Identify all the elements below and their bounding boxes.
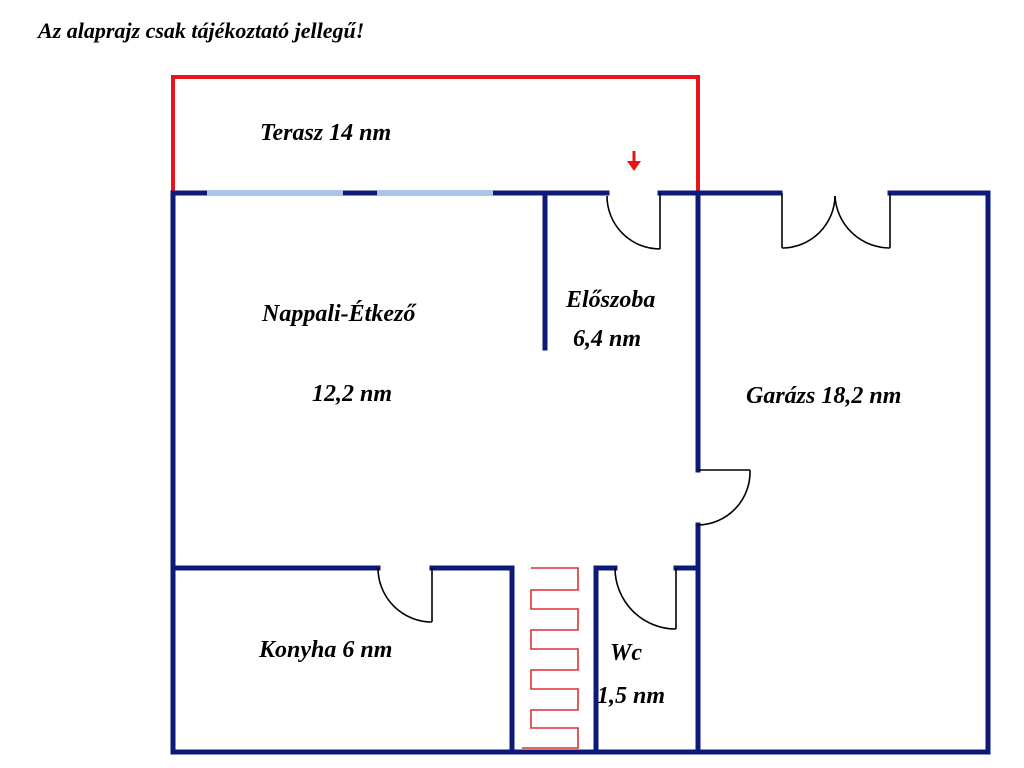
kitchen-label: Konyha 6 nm <box>258 637 392 663</box>
terrace-outline <box>171 75 700 193</box>
garage-double-door <box>781 193 891 249</box>
entrance-door <box>606 193 661 250</box>
disclaimer-title: Az alaprajz csak tájékoztató jellegű! <box>36 18 364 43</box>
wc-label: Wc <box>610 640 642 666</box>
arrow-down-icon <box>627 151 641 171</box>
garage-side-door <box>697 469 751 526</box>
wc-door <box>614 567 677 630</box>
doors <box>377 193 891 630</box>
outer-walls <box>170 190 991 755</box>
hall-area: 6,4 nm <box>573 326 641 352</box>
living-room-area: 12,2 nm <box>312 381 392 407</box>
hall-label: Előszoba <box>565 287 655 313</box>
terrace-label: Terasz 14 nm <box>260 120 391 146</box>
kitchen-door <box>377 567 433 623</box>
staircase <box>522 567 579 749</box>
wc-area: 1,5 nm <box>597 683 665 709</box>
interior-walls <box>170 190 701 755</box>
garage-label: Garázs 18,2 nm <box>746 383 901 409</box>
living-room-label: Nappali-Étkező <box>261 301 417 327</box>
